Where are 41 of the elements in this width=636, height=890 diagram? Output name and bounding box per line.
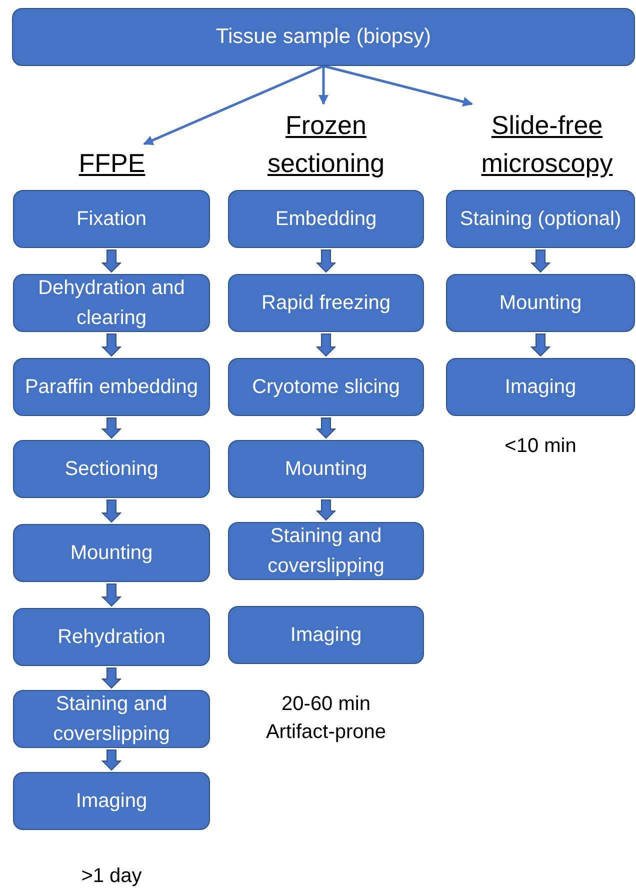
column-heading: Frozen sectioning bbox=[250, 104, 402, 182]
duration-note: 20-60 min bbox=[282, 692, 370, 717]
process-box: Paraffin embedding bbox=[13, 358, 210, 416]
process-box: Rapid freezing bbox=[228, 274, 424, 332]
duration-note: Artifact-prone bbox=[266, 720, 386, 745]
block-arrow bbox=[101, 334, 122, 357]
process-box: Mounting bbox=[13, 524, 210, 582]
process-box: Fixation bbox=[13, 190, 210, 248]
duration-note: >1 day bbox=[81, 864, 142, 889]
process-box: Mounting bbox=[446, 274, 635, 332]
process-box: Cryotome slicing bbox=[228, 358, 424, 416]
block-arrow bbox=[101, 750, 122, 771]
block-arrow bbox=[530, 250, 551, 273]
process-box: Sectioning bbox=[13, 440, 210, 498]
process-box: Mounting bbox=[228, 440, 424, 498]
process-box: Staining and coverslipping bbox=[13, 690, 210, 748]
block-arrow bbox=[316, 418, 336, 439]
process-box: Imaging bbox=[228, 606, 424, 664]
block-arrow bbox=[530, 334, 551, 357]
process-box: Imaging bbox=[13, 772, 210, 830]
block-arrow bbox=[101, 584, 122, 607]
arrow bbox=[143, 64, 324, 146]
arrow bbox=[323, 64, 473, 107]
block-arrow bbox=[316, 334, 336, 357]
block-arrow bbox=[316, 500, 336, 521]
process-box: Rehydration bbox=[13, 608, 210, 666]
duration-note: <10 min bbox=[504, 434, 576, 459]
block-arrow bbox=[101, 500, 122, 523]
block-arrow bbox=[101, 668, 122, 689]
process-box: Tissue sample (biopsy) bbox=[12, 8, 635, 66]
column-heading: FFPE bbox=[72, 144, 152, 182]
process-box: Dehydration and clearing bbox=[13, 274, 210, 332]
block-arrow bbox=[101, 418, 122, 439]
process-box: Imaging bbox=[446, 358, 635, 416]
column-heading: Slide-free microscopy bbox=[464, 104, 630, 182]
process-box: Staining (optional) bbox=[446, 190, 635, 248]
block-arrow bbox=[101, 250, 122, 273]
process-box: Staining and coverslipping bbox=[228, 522, 424, 580]
process-box: Embedding bbox=[228, 190, 424, 248]
arrow bbox=[318, 66, 328, 105]
block-arrow bbox=[316, 250, 336, 273]
